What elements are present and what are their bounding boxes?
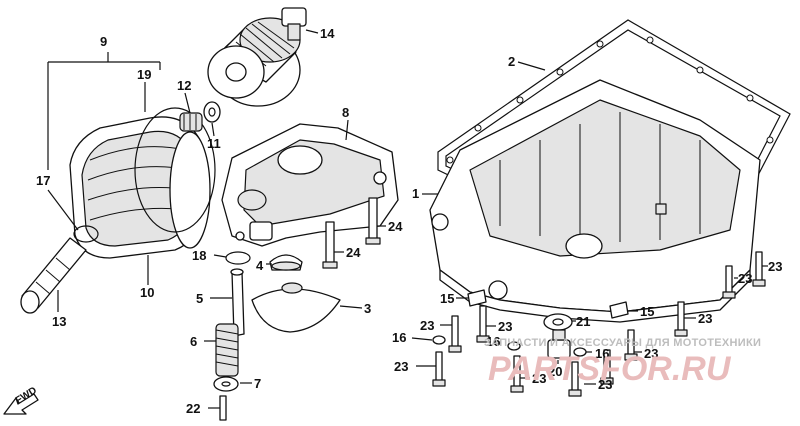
callout-3: 3 [364, 301, 371, 316]
callout-22: 22 [186, 401, 200, 416]
strainer-3 [251, 282, 341, 333]
callout-15-a: 15 [440, 291, 454, 306]
callout-23-c: 23 [394, 359, 408, 374]
callout-1: 1 [412, 186, 419, 201]
cap-4 [269, 254, 303, 271]
watermark-tagline: ЗАПЧАСТИ И АКСЕССУАРЫ ДЛЯ МОТОТЕХНИКИ [484, 337, 761, 349]
callout-12: 12 [177, 78, 191, 93]
drain-plug-20 [547, 329, 571, 359]
callout-23-d: 23 [532, 371, 546, 386]
washer-11 [203, 101, 221, 123]
callout-18: 18 [192, 248, 206, 263]
filter-bolt [281, 7, 307, 41]
bolt-23-1 [448, 315, 462, 353]
pipe-5 [230, 268, 245, 337]
callout-4: 4 [256, 258, 264, 273]
oil-pump [221, 123, 399, 247]
callout-23-i: 23 [768, 259, 782, 274]
oil-pan [429, 79, 761, 323]
washer-21 [543, 313, 573, 331]
callout-23-h: 23 [738, 271, 752, 286]
callout-8: 8 [342, 105, 349, 120]
callout-14: 14 [320, 26, 335, 41]
bolt-23-2 [476, 305, 490, 343]
callout-6: 6 [190, 334, 197, 349]
bolt-24-b [322, 221, 338, 269]
bolt-23-3 [432, 351, 446, 387]
spring-12 [179, 112, 203, 132]
callout-11: 11 [207, 136, 221, 151]
bolt-23-4 [510, 355, 524, 393]
callout-9: 9 [100, 34, 107, 49]
pin-22 [219, 395, 227, 421]
callout-17: 17 [36, 173, 50, 188]
callout-23-g: 23 [698, 311, 712, 326]
bolt-23-7 [624, 329, 638, 361]
oil-filter-cover [69, 116, 211, 259]
bolt-24-a [365, 197, 381, 245]
bracket-15-a [467, 289, 487, 307]
washer-16-a [432, 335, 446, 345]
watermark-logo: PARTSFOR.RU [488, 350, 732, 388]
spring-6 [215, 323, 239, 377]
o-ring-19 [134, 107, 216, 233]
callout-2: 2 [508, 54, 515, 69]
callout-15-b: 15 [640, 304, 654, 319]
callout-10: 10 [140, 285, 154, 300]
callout-20: 20 [548, 364, 562, 379]
callout-5: 5 [196, 291, 203, 306]
callout-19: 19 [137, 67, 151, 82]
callout-16-a: 16 [392, 330, 406, 345]
bracket-15-b [609, 301, 629, 319]
o-ring-18 [225, 251, 251, 265]
bolt-23-10 [752, 251, 766, 287]
callout-13: 13 [52, 314, 66, 329]
callout-16-c: 16 [595, 346, 609, 361]
washer-16-b [507, 341, 521, 351]
callout-23-f: 23 [644, 346, 658, 361]
oil-filter-element [207, 17, 301, 107]
o-ring-17 [73, 225, 99, 243]
bolt-23-5 [568, 361, 582, 397]
callout-23-e: 23 [598, 377, 612, 392]
washer-7 [213, 376, 239, 392]
callout-23-a: 23 [420, 318, 434, 333]
callout-24-b: 24 [346, 245, 361, 260]
bolt-13 [20, 237, 87, 314]
fwd-arrow-icon [3, 393, 39, 415]
callout-23-b: 23 [498, 319, 512, 334]
bolt-23-9 [722, 265, 736, 299]
callout-16-b: 16 [486, 334, 500, 349]
bolt-23-6 [600, 349, 614, 385]
callout-21: 21 [576, 314, 590, 329]
callout-24-a: 24 [388, 219, 403, 234]
callout-7: 7 [254, 376, 261, 391]
